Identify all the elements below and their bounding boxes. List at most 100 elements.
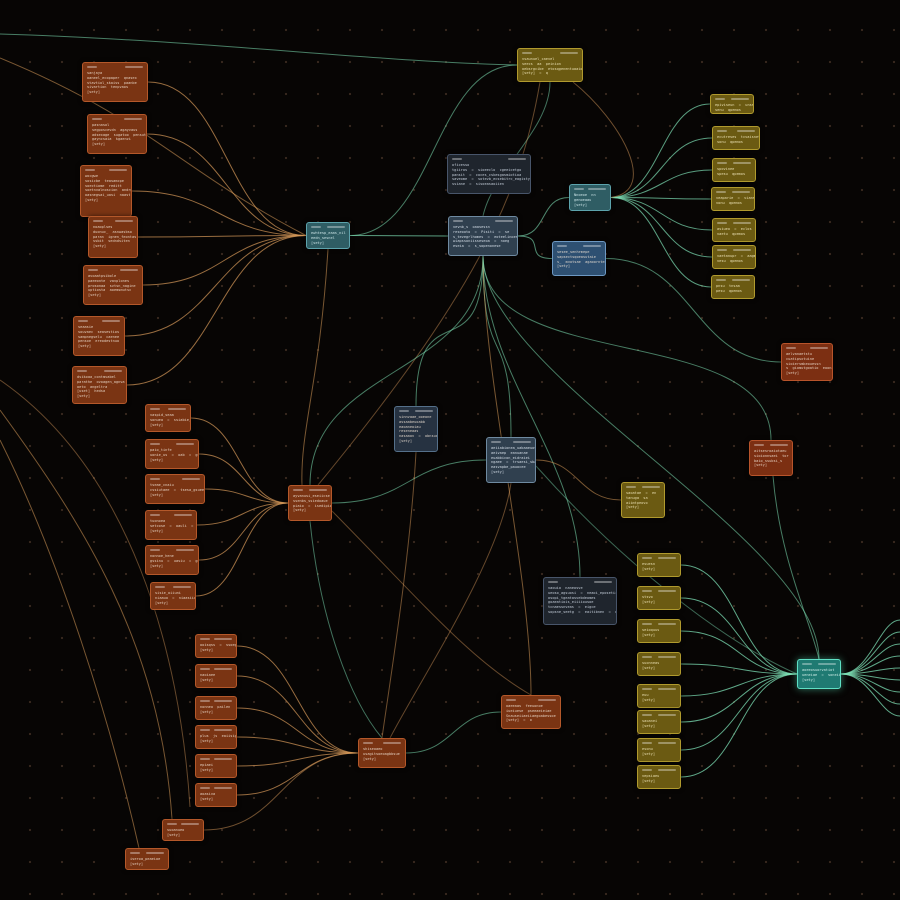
node-gold-3[interactable]: seioquus [sety] — [637, 619, 681, 643]
node-gold-4[interactable]: suonneas [sety] — [637, 652, 681, 676]
node-comment[interactable]: oficesso tgiiros = sioeeclo cgeeicetgo p… — [447, 154, 531, 194]
node-text: tuonoea setcose = oauli = ssnaasee [sety… — [150, 519, 194, 533]
node-gold-8[interactable]: vepsiaeu [sety] — [637, 765, 681, 789]
node-orange-5[interactable]: avoaatpsibole paeeonte vavplones prosona… — [83, 265, 143, 305]
node-navy[interactable]: sinnvaae_ooeone assaabeuoabb eaoaneoiau … — [394, 406, 438, 452]
node-orange-6[interactable]: seaasie souvaec seasestios sampnegselu c… — [73, 316, 125, 356]
node-bottom-2[interactable]: naoiaee [sety] — [195, 664, 237, 688]
node-orange-bottom[interactable]: oaeeaas feeuonoe iueiuese pseeaeieiae Sn… — [501, 695, 561, 729]
node-teal-right[interactable]: Nnoeoe nn genoeaau [sety] — [569, 184, 611, 211]
node-text: ayvanusi_eseiicse ssenbs_ssiedoaue piaio… — [293, 494, 332, 513]
node-hub-left[interactable]: ewhtesp_eaas_nil eedn_sesnel [sety] — [306, 222, 350, 249]
connection-edge — [680, 673, 798, 751]
node-text: epiaei [sety] — [200, 763, 213, 772]
connection-edge — [840, 631, 900, 675]
node-text: oaeeaas feeuonoe iueiuese pseeaeieiae Sn… — [506, 704, 556, 723]
connection-edge — [236, 752, 359, 796]
node-blue-right[interactable]: sesee_senhrmepe sapsectsqoeasutaie s_ mv… — [552, 241, 606, 276]
connection-edge — [840, 673, 900, 681]
node-yellow-7[interactable]: pnsu tnsaa pesu qpemos — [711, 275, 755, 299]
node-text: noaoplses duonuc_ asnwasbso paran ignen_… — [93, 225, 137, 249]
connection-edge — [840, 673, 900, 717]
node-hub-bottom[interactable]: shiseoaeo usagitsoeoagbbsue [sety] — [358, 738, 406, 768]
node-slate-2[interactable]: aeiiabionea_uabaaeuos aeivaep eanuanae e… — [486, 437, 536, 483]
node-mid-6[interactable]: sisie_oiiuni niaauo = niaasiiuoe [sety] — [150, 582, 196, 610]
connection-edge — [389, 482, 512, 739]
connection-edge — [349, 64, 518, 236]
node-hub-mid[interactable]: ayvanusi_eseiicse ssenbs_ssiedoaue piaio… — [288, 485, 332, 521]
connection-edge — [610, 197, 712, 288]
node-text: aoasiva [sety] — [200, 792, 216, 801]
connection-edge — [840, 673, 900, 693]
node-red-2[interactable]: aitsesroaiotaeu sioionnsaei tor a baio_s… — [749, 440, 793, 476]
connection-edge — [190, 417, 289, 504]
node-orange-4[interactable]: noaoplses duonuc_ asnwasbso paran ignen_… — [88, 216, 138, 258]
node-text: sesee_senhrmepe sapsectsqoeasutaie s_ mv… — [557, 250, 605, 269]
node-mid-3[interactable]: tseae_cnaiu cssiutaee = tsesa_gsuee = se… — [145, 474, 205, 504]
node-gold-6[interactable]: saoanei [sety] — [637, 710, 681, 734]
node-text: oficesso tgiiros = sioeeclo cgeeicetgo p… — [452, 163, 531, 187]
node-orange-3[interactable]: wocgwe sosicbe teasamcpe soectiome redit… — [80, 165, 132, 217]
node-yellow-3[interactable]: spovinee spesu qpemos — [712, 158, 756, 182]
node-yellow-2[interactable]: ecutreses tcvaisnete sonu qpemos — [712, 126, 760, 150]
node-mid-1[interactable]: vaspid_seaa sonuea = ssiabie_ghner [sety… — [145, 404, 191, 432]
node-yellow-6[interactable]: vaetanupr = aagmnire vesu qpemos — [712, 245, 756, 269]
connection-edge — [126, 235, 307, 386]
connection-edge — [0, 439, 140, 849]
node-bottom-left-2[interactable]: iseroa_peaeioe [sety] — [125, 848, 169, 870]
node-gold-5[interactable]: euu [sety] — [637, 684, 681, 708]
node-mid-4[interactable]: tuonoea setcose = oauli = ssnaasee [sety… — [145, 510, 197, 540]
connection-edge — [610, 197, 712, 200]
node-red-1[interactable]: aelvanaetstu cuatipsxtuine sioiersmkeoue… — [781, 343, 833, 381]
node-gold-2[interactable]: stsvo [sety] — [637, 586, 681, 610]
connection-edge — [146, 133, 307, 236]
connection-edge — [236, 645, 359, 754]
connection-edge — [198, 502, 289, 561]
node-yellow-right[interactable]: saoatae = en tanuga sa aiimtpeovo [sety] — [621, 482, 665, 518]
node-text: Nnoeoe nn genoeaau [sety] — [574, 193, 596, 207]
node-text: epiviseun = unsse senu qpemos — [715, 103, 754, 112]
node-bottom-1[interactable]: ooisqss = ssoegie [sety] — [195, 634, 237, 658]
node-orange-2[interactable]: pasnasol segposcevdn agayvaus adsexage s… — [87, 114, 147, 154]
node-text: avoaatpsibole paeeonte vavplones prosona… — [88, 274, 136, 298]
connection-edge — [610, 103, 711, 198]
node-orange-7[interactable]: dsikoaa_contmvabel parathe ovoagen_agnva… — [72, 366, 127, 404]
connection-edge — [381, 451, 417, 739]
node-text: pasnasol segposcevdn agayvaus adsexage s… — [92, 123, 147, 147]
node-yellow-4[interactable]: veaparie = vianse vonu qpemos — [711, 187, 755, 211]
node-bottom-left-1[interactable]: suoanueo [sety] — [162, 819, 204, 841]
node-text: veaparie = vianse vonu qpemos — [716, 196, 755, 205]
node-hub-center[interactable]: vevnb_s oaasessn reseooto = Pisiti = se … — [448, 216, 518, 256]
node-text: vaspid_seaa sonuea = ssiabie_ghner [sety… — [150, 413, 191, 427]
node-text: ewhtesp_eaas_nil eedn_sesnel [sety] — [311, 231, 346, 245]
node-mid-2[interactable]: paio_tinfe uonie_us = oab = guaos [sety] — [145, 439, 199, 469]
node-yellow-1[interactable]: epiviseun = unsse senu qpemos — [710, 94, 754, 114]
node-text: esonu [sety] — [642, 747, 655, 756]
node-text: pnsu tnsaa pesu qpemos — [716, 284, 742, 293]
node-mid-5[interactable]: nonnoe_hene gssinu = uasiu = goaneuos [s… — [145, 545, 199, 575]
connection-edge — [331, 510, 532, 696]
node-yellow-5[interactable]: asiueo = eclos vaetu qpemos — [712, 218, 756, 242]
node-orange-1[interactable]: sanjaya oaneel_ecopaper qnasex stavtiol_… — [82, 62, 148, 102]
connection-edge — [236, 736, 359, 754]
connection-edge — [840, 667, 900, 675]
connection-edge — [415, 255, 484, 407]
node-bottom-3[interactable]: nonneo pailen [sety] — [195, 696, 237, 720]
node-gold-1[interactable]: esuesn [sety] — [637, 553, 681, 577]
node-text: vevnb_s oaasessn reseooto = Pisiti = se … — [453, 225, 518, 249]
node-bottom-6[interactable]: aoasiva [sety] — [195, 783, 237, 807]
connection-edge — [0, 409, 173, 820]
node-text: vaetanupr = aagmnire vesu qpemos — [717, 254, 756, 263]
node-dark-2[interactable]: vaouio naneosve ueoso_agsuosi = neaoi_ep… — [543, 577, 617, 625]
node-bottom-4[interactable]: plus js eaiisig [sety] — [195, 725, 237, 749]
node-green-hub[interactable]: aoeeosuorvatiot ueneiae = soneiieoi [set… — [797, 659, 841, 689]
node-gold-7[interactable]: esonu [sety] — [637, 738, 681, 762]
node-text: spovinee spesu qpemos — [717, 167, 746, 176]
node-top[interactable]: vsaunuel_caevel seecs aa peinion oebsrgc… — [517, 48, 583, 82]
connection-edge — [680, 564, 798, 675]
connection-edge — [572, 81, 634, 198]
node-bottom-5[interactable]: epiaei [sety] — [195, 754, 237, 778]
connection-edge — [680, 630, 798, 675]
connection-edge — [482, 255, 581, 578]
